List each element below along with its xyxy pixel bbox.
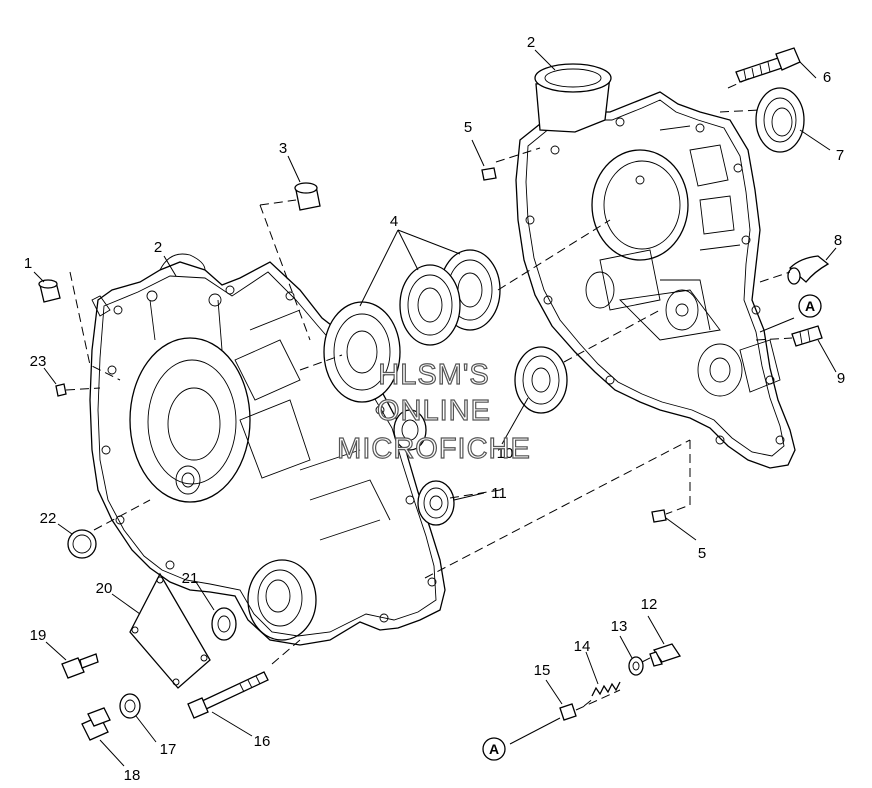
part-7-seal — [755, 87, 805, 153]
callout-18: 18 — [124, 767, 141, 784]
part-8-elbow — [787, 255, 830, 285]
callout-12: 12 — [641, 596, 658, 613]
reference-marker-bottom: A — [482, 737, 506, 761]
bearing-10 — [514, 346, 568, 414]
part-16-bolt — [187, 671, 269, 719]
callout-5: 5 — [464, 119, 472, 136]
part-20-cover — [129, 572, 211, 689]
callout-17: 17 — [160, 741, 177, 758]
watermark-line-3: MICROFICHE — [337, 433, 531, 465]
right-crankcase-half — [515, 63, 796, 469]
callout-7: 7 — [836, 147, 844, 164]
watermark-line-2: ONLINE — [377, 395, 491, 427]
callout-9: 9 — [837, 370, 845, 387]
callout-4: 4 — [390, 213, 398, 230]
callout-20: 20 — [96, 580, 113, 597]
reference-marker-label: A — [489, 741, 499, 757]
part-19-bolt — [61, 653, 99, 679]
callout-6: 6 — [823, 69, 831, 86]
callout-5: 5 — [698, 545, 706, 562]
callout-13: 13 — [611, 618, 628, 635]
callout-22: 22 — [40, 510, 57, 527]
watermark: HLSM'S ONLINE MICROFICHE — [337, 358, 531, 465]
part-22-oring — [67, 529, 97, 559]
part-21-seal — [211, 607, 237, 641]
reference-marker-right: A — [798, 294, 822, 318]
part-15-plunger — [559, 703, 577, 721]
callout-10: 10 — [497, 445, 514, 462]
callout-8: 8 — [834, 232, 842, 249]
watermark-line-1: HLSM'S — [378, 359, 489, 391]
part-14-spring — [591, 681, 621, 697]
bearing-11 — [417, 480, 455, 526]
part-12-plug — [649, 643, 682, 667]
bearing-4b — [399, 264, 461, 346]
part-9-fitting — [791, 325, 823, 347]
callout-16: 16 — [254, 733, 271, 750]
callout-15: 15 — [534, 662, 551, 679]
part-5-dowel-top — [481, 167, 497, 181]
part-6-bolt — [735, 47, 801, 83]
callout-1: 1 — [24, 255, 32, 272]
callout-21: 21 — [182, 570, 199, 587]
callout-11: 11 — [491, 485, 507, 502]
part-1-bushing — [38, 279, 61, 303]
part-13-washer — [628, 656, 644, 676]
callout-14: 14 — [574, 638, 591, 655]
bearing-small-mid — [393, 409, 427, 451]
part-23-dowel — [55, 383, 67, 397]
reference-marker-label: A — [805, 298, 815, 314]
callout-labels: 1 2 2 3 4 5 5 6 7 8 9 10 11 12 13 14 15 … — [24, 34, 845, 784]
callout-23: 23 — [30, 353, 47, 370]
part-18-drain-plug — [81, 707, 111, 741]
part-3-bushing — [294, 182, 321, 211]
callout-3: 3 — [279, 140, 287, 157]
leader-lines — [33, 49, 837, 767]
assembly-lines — [65, 77, 793, 711]
callout-2: 2 — [527, 34, 535, 51]
part-17-washer — [119, 693, 141, 719]
part-5-dowel-bottom — [651, 509, 667, 523]
callout-19: 19 — [30, 627, 47, 644]
callout-2: 2 — [154, 239, 162, 256]
